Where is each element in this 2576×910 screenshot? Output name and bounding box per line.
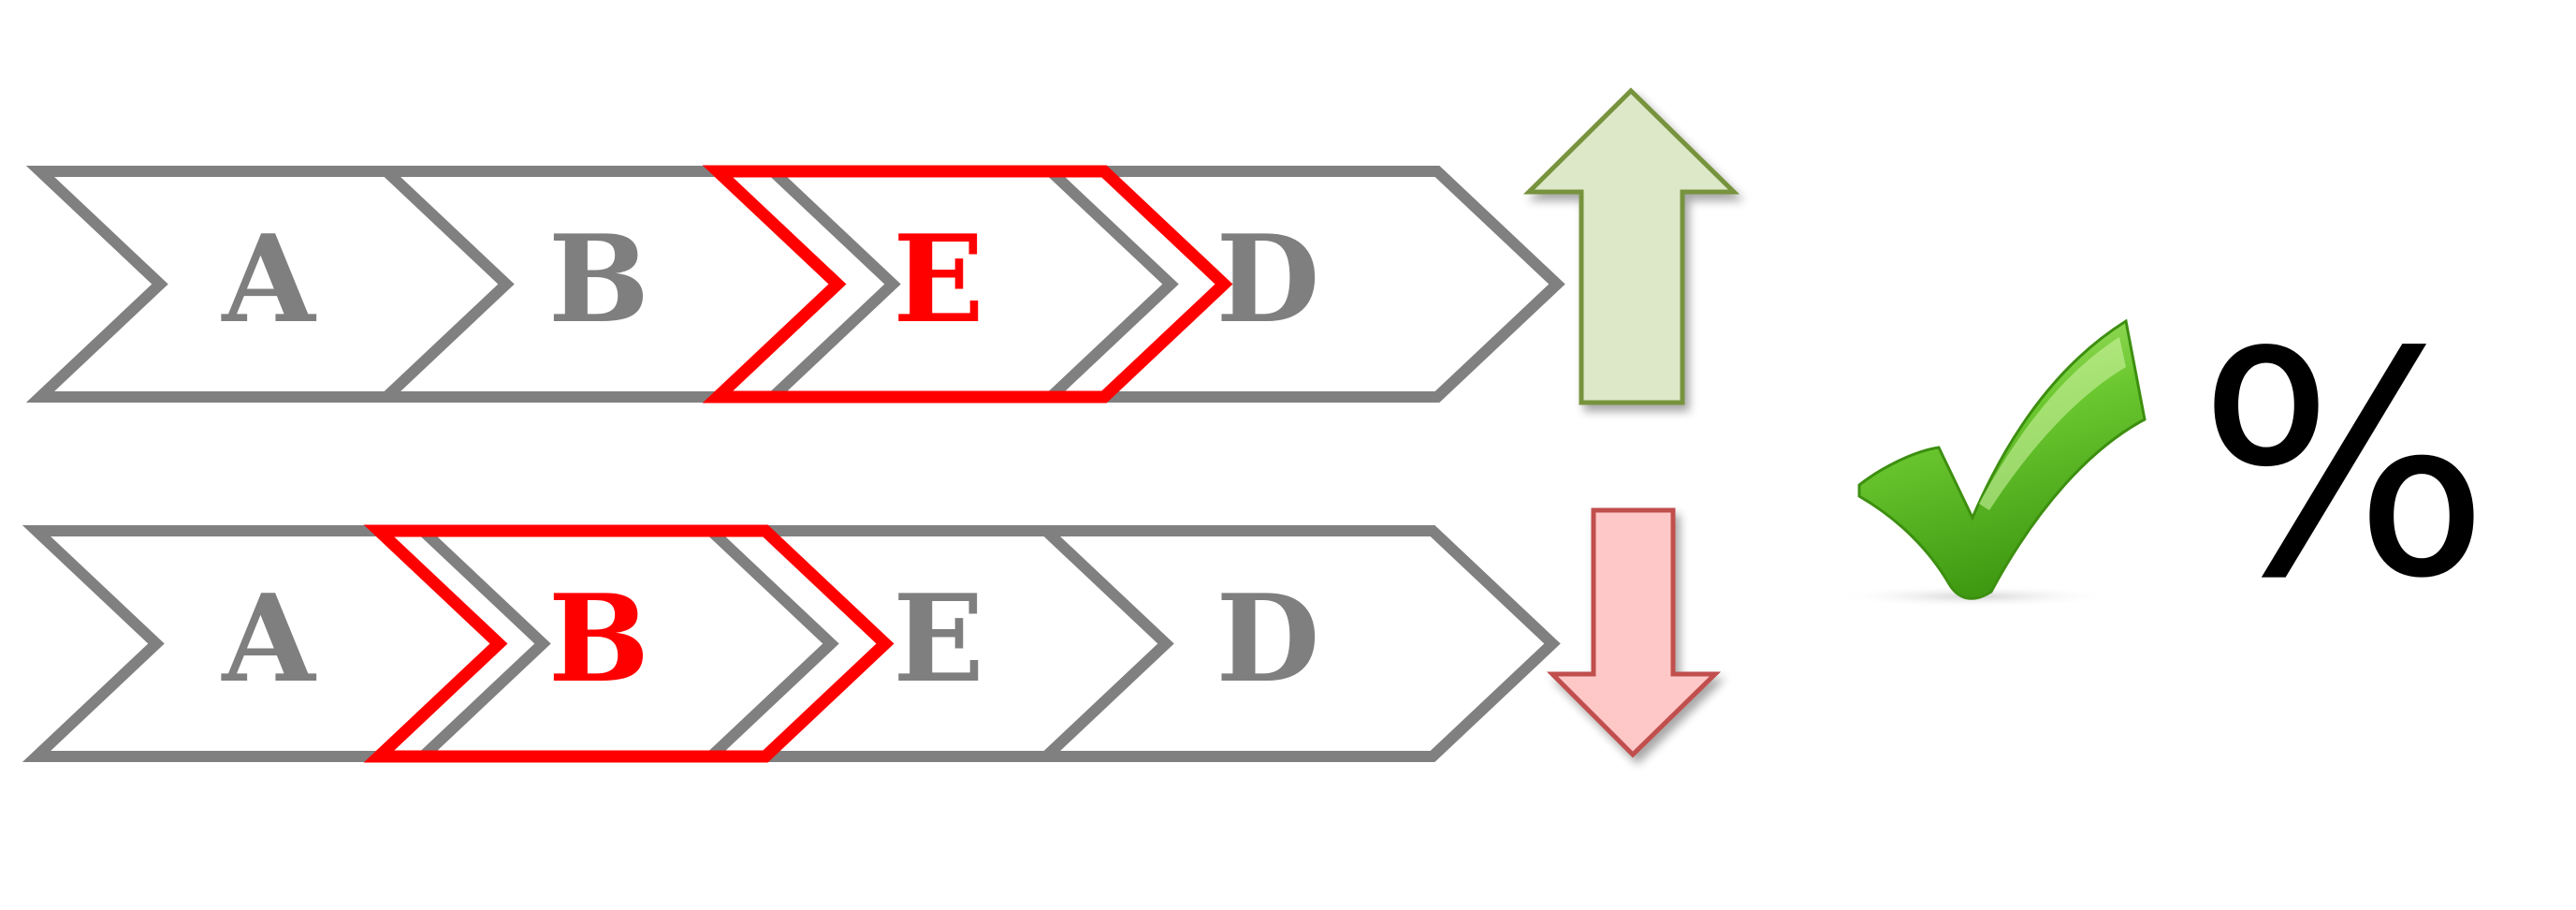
process-row-2: A B E D: [22, 524, 1561, 763]
step-label: A: [221, 569, 316, 710]
step-label: B: [548, 210, 649, 350]
checkmark-highlight: [1979, 337, 2126, 510]
chevron-step: [1036, 166, 1565, 403]
chevron-step-highlighted: [363, 524, 895, 763]
step-label: E: [893, 569, 984, 710]
chevron-step: [1031, 525, 1561, 762]
checkmark-icon: [1834, 318, 2147, 608]
step-label: D: [1216, 210, 1320, 350]
step-label: A: [221, 210, 316, 350]
step-label: E: [893, 210, 984, 350]
chevron-step-highlighted: [702, 165, 1233, 404]
up-arrow-icon: [1522, 87, 1740, 405]
down-arrow-icon: [1546, 507, 1722, 758]
step-label: D: [1216, 569, 1320, 710]
percent-sign: %: [2197, 286, 2491, 646]
step-label: B: [548, 569, 649, 710]
process-row-1: A B E D: [25, 165, 1565, 404]
